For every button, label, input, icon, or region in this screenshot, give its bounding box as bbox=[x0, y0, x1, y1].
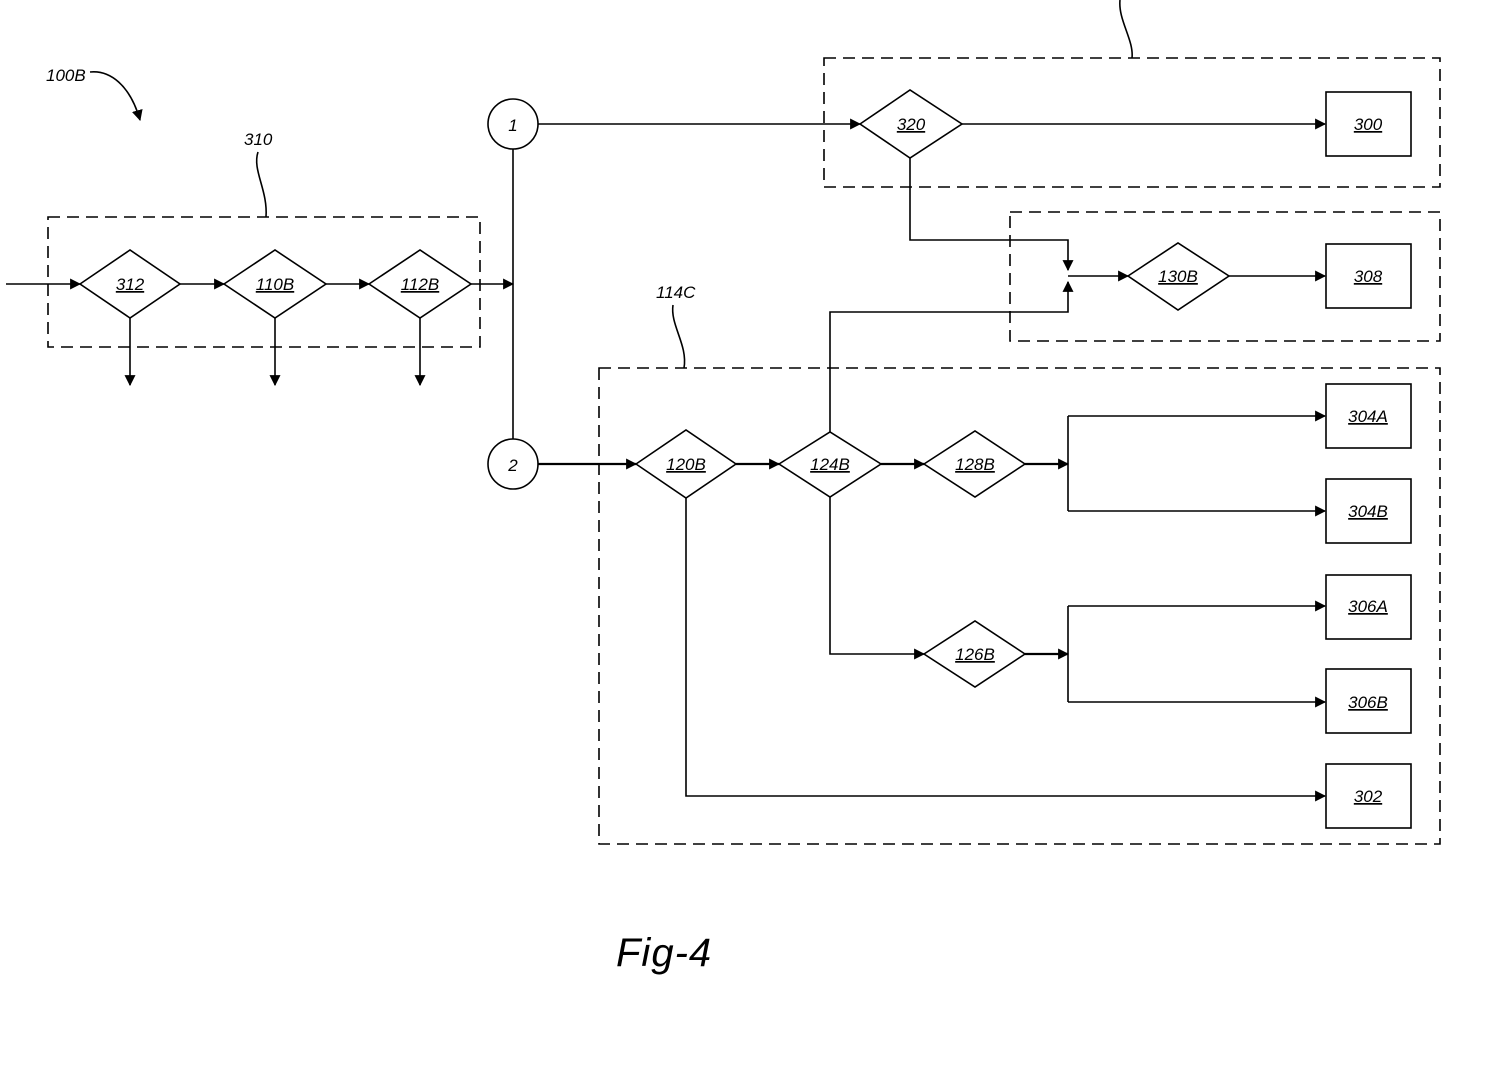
group-320-leader bbox=[1120, 0, 1132, 58]
node-304a-label: 304A bbox=[1348, 407, 1388, 426]
node-120b-label: 120B bbox=[666, 455, 706, 474]
node-126b-label: 126B bbox=[955, 645, 995, 664]
node-304b-label: 304B bbox=[1348, 502, 1388, 521]
node-110b-label: 110B bbox=[256, 275, 294, 294]
node-112b-label: 112B bbox=[401, 275, 439, 294]
node-306b-label: 306B bbox=[1348, 693, 1388, 712]
node-320-label: 320 bbox=[897, 115, 926, 134]
node-128b-label: 128B bbox=[955, 455, 995, 474]
group-310-label: 310 bbox=[244, 130, 273, 149]
figure-caption: Fig-4 bbox=[616, 931, 712, 975]
node-312-label: 312 bbox=[116, 275, 145, 294]
node-308-label: 308 bbox=[1354, 267, 1383, 286]
connector-1-label: 1 bbox=[508, 116, 517, 135]
node-306a-label: 306A bbox=[1348, 597, 1388, 616]
node-124b-label: 124B bbox=[810, 455, 850, 474]
flow-124b-to-junction bbox=[830, 282, 1068, 432]
group-114c-label: 114C bbox=[656, 283, 696, 302]
group-310-leader bbox=[257, 152, 267, 217]
node-302-label: 302 bbox=[1354, 787, 1383, 806]
node-300-label: 300 bbox=[1354, 115, 1383, 134]
group-114c-leader bbox=[673, 305, 685, 368]
system-reference-arrow bbox=[90, 72, 140, 120]
connector-2-label: 2 bbox=[507, 456, 518, 475]
node-130b-label: 130B bbox=[1158, 267, 1198, 286]
system-reference-label: 100B bbox=[46, 66, 86, 85]
flow-320-to-junction bbox=[910, 158, 1068, 270]
flow-124b-to-126b bbox=[830, 497, 924, 654]
